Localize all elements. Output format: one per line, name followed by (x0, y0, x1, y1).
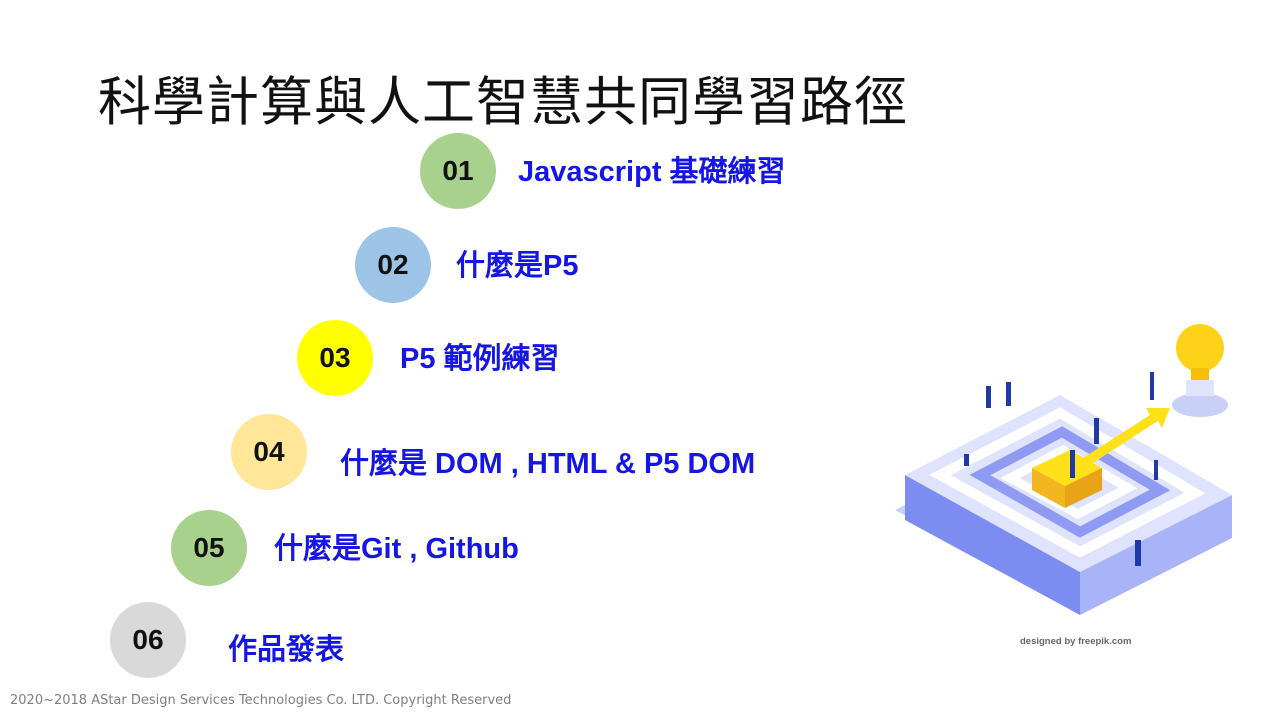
slide-title: 科學計算與人工智慧共同學習路徑 (98, 72, 908, 133)
step-label-01: Javascript 基礎練習 (518, 156, 786, 188)
step-circle-01: 01 (420, 133, 496, 209)
step-circle-04: 04 (231, 414, 307, 490)
step-label-04: 什麼是 DOM , HTML & P5 DOM (340, 448, 756, 480)
step-label-05: 什麼是Git , Github (274, 533, 519, 565)
step-circle-06: 06 (110, 602, 186, 678)
step-circle-02: 02 (355, 227, 431, 303)
step-circle-03: 03 (297, 320, 373, 396)
step-label-03: P5 範例練習 (400, 343, 560, 375)
step-label-02: 什麼是P5 (456, 250, 579, 282)
step-label-06: 作品發表 (228, 634, 345, 666)
illustration-credit: designed by freepik.com (1020, 636, 1132, 647)
step-circle-05: 05 (171, 510, 247, 586)
maze-illustration (895, 324, 1232, 615)
footer-copyright: 2020~2018 AStar Design Services Technolo… (10, 693, 512, 708)
